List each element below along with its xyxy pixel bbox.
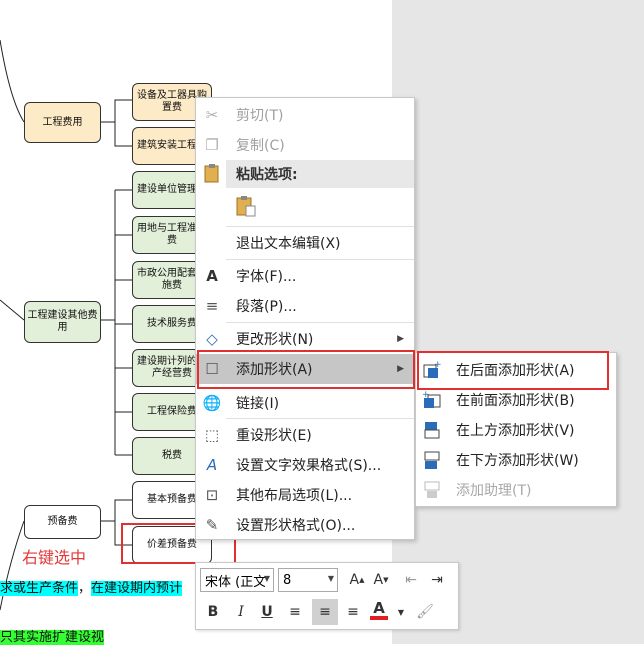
menu-separator	[226, 226, 414, 227]
copy-icon: ❐	[205, 136, 219, 154]
submenu-item-add-after[interactable]: + 在后面添加形状(A)	[416, 355, 616, 385]
document-margin-area	[392, 0, 644, 644]
menu-separator	[226, 322, 414, 323]
paragraph-icon: ≡	[205, 297, 219, 315]
context-menu: ✂ 剪切(T) ❐ 复制(C) 粘贴选项: 退出文本编辑(X) A 字体(F).…	[195, 97, 415, 540]
add-assistant-icon	[422, 480, 442, 500]
link-icon: 🌐	[202, 394, 222, 412]
layout-icon: ⊡	[205, 486, 219, 504]
paste-option-keep-source-icon[interactable]	[234, 194, 258, 218]
submenu-item-add-above[interactable]: 在上方添加形状(V)	[416, 415, 616, 445]
align-left-icon[interactable]: ≡	[289, 604, 301, 620]
selection-highlight-box	[121, 523, 236, 564]
add-shape-icon: ☐	[205, 360, 219, 378]
submenu-item-add-before[interactable]: + 在前面添加形状(B)	[422, 390, 575, 410]
menu-item-font[interactable]: A 字体(F)...	[196, 261, 414, 291]
svg-text:+: +	[434, 360, 442, 370]
svg-text:+: +	[422, 390, 430, 400]
diagram-box-engineering-cost[interactable]: 工程费用	[24, 102, 101, 143]
chevron-down-icon[interactable]: ▼	[397, 607, 405, 617]
add-shape-before-icon: +	[422, 390, 442, 410]
increase-indent-icon[interactable]: ⇥	[431, 572, 443, 588]
italic-button[interactable]: I	[238, 604, 244, 620]
underline-button[interactable]: U	[261, 604, 273, 620]
font-color-icon: A	[373, 598, 385, 617]
menu-item-layout-options[interactable]: ⊡ 其他布局选项(L)...	[196, 480, 414, 510]
change-shape-icon: ◇	[206, 330, 218, 348]
mini-toolbar: 宋体 (正文 ▼ 8 ▼ A▲ A▼ ⇤ ⇥ B I U ≡ ≡ ≡ A ▼ 🖌	[195, 562, 459, 630]
font-color-button[interactable]: A	[368, 599, 390, 621]
submenu-arrow-icon: ▶	[397, 364, 404, 374]
decrease-indent-icon[interactable]: ⇤	[405, 572, 417, 588]
menu-item-change-shape[interactable]: ◇ 更改形状(N) ▶	[196, 324, 414, 354]
shape-format-icon: ✎	[205, 516, 219, 534]
font-icon: A	[206, 267, 218, 285]
menu-item-copy[interactable]: ❐ 复制(C)	[196, 130, 414, 160]
submenu-arrow-icon: ▶	[397, 334, 404, 344]
add-shape-below-icon	[422, 450, 442, 470]
align-right-icon[interactable]: ≡	[347, 604, 359, 620]
menu-item-shape-format[interactable]: ✎ 设置形状格式(O)...	[196, 510, 414, 540]
document-line-1: 求或生产条件，在建设期内预计	[0, 577, 183, 596]
scissors-icon: ✂	[205, 106, 219, 124]
shrink-font-icon[interactable]: A▼	[373, 572, 389, 588]
highlighted-text: 只其实施扩建设视	[0, 630, 105, 645]
submenu-item-add-below[interactable]: 在下方添加形状(W)	[416, 445, 616, 475]
menu-item-reset-shape[interactable]: ⬚ 重设形状(E)	[196, 420, 414, 450]
chevron-down-icon: ▼	[263, 574, 270, 583]
text-separator: ，	[78, 581, 92, 596]
reset-shape-icon: ⬚	[204, 426, 220, 444]
menu-item-add-shape[interactable]: ☐ 添加形状(A) ▶	[196, 354, 414, 384]
highlighted-text: 在建设期内预计	[91, 581, 183, 596]
font-name-select[interactable]: 宋体 (正文 ▼	[200, 568, 274, 592]
diagram-box-reserve[interactable]: 预备费	[24, 505, 101, 539]
font-color-swatch	[370, 615, 388, 620]
menu-item-link[interactable]: 🌐 链接(I)	[202, 394, 280, 412]
grow-font-icon[interactable]: A▲	[349, 572, 365, 588]
text-effect-icon: A	[206, 456, 218, 474]
add-shape-after-icon: +	[422, 360, 442, 380]
align-center-icon[interactable]: ≡	[312, 599, 338, 625]
clipboard-icon	[202, 162, 222, 184]
menu-item-cut[interactable]: ✂ 剪切(T)	[196, 100, 414, 130]
add-shape-submenu: + 在后面添加形状(A) + 在前面添加形状(B) 在上方添加形状(V) 在下方…	[415, 352, 617, 507]
annotation-right-click-selected: 右键选中	[22, 548, 87, 567]
paste-options-header: 粘贴选项:	[226, 160, 414, 188]
add-shape-highlight-box	[197, 350, 415, 389]
format-painter-icon[interactable]: 🖌	[416, 604, 434, 620]
menu-item-exit-text-edit[interactable]: 退出文本编辑(X)	[236, 236, 341, 252]
menu-item-text-effect[interactable]: A 设置文字效果格式(S)...	[196, 450, 414, 480]
font-size-select[interactable]: 8 ▼	[278, 568, 338, 592]
menu-separator	[226, 418, 414, 419]
menu-separator	[226, 259, 414, 260]
highlighted-text: 求或生产条件	[0, 581, 79, 596]
bold-button[interactable]: B	[207, 604, 219, 620]
diagram-box-other-cost[interactable]: 工程建设其他费用	[24, 301, 101, 343]
document-line-2: 只其实施扩建设视	[0, 626, 105, 645]
add-after-highlight-box	[417, 351, 609, 390]
submenu-item-add-assistant[interactable]: 添加助理(T)	[416, 475, 616, 505]
menu-item-paragraph[interactable]: ≡ 段落(P)...	[196, 291, 414, 321]
chevron-down-icon: ▼	[327, 574, 334, 583]
add-shape-above-icon	[422, 420, 442, 440]
